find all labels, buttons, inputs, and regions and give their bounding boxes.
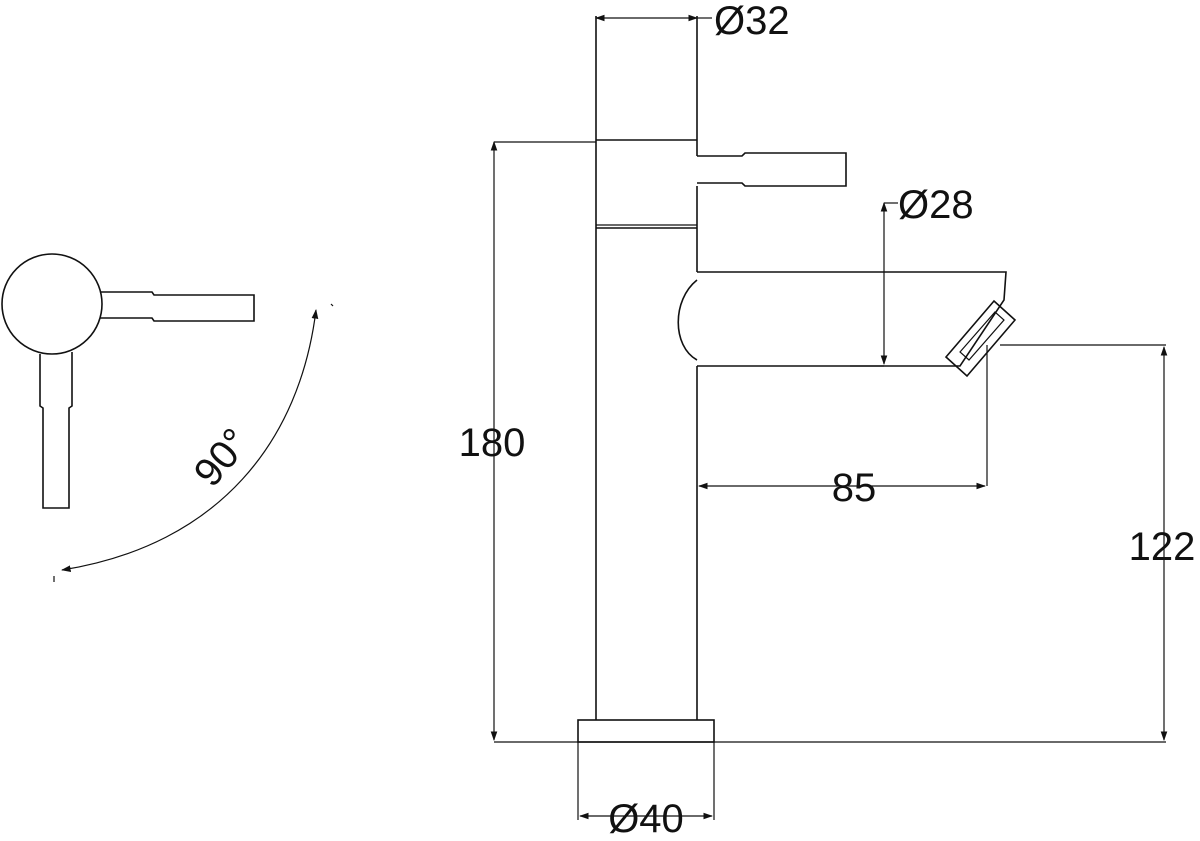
total-height-label: 180 [459,421,526,465]
base-diameter-label: Ø40 [608,797,684,836]
body-diameter-label: Ø32 [714,0,790,43]
lever-hub-circle [1,253,103,355]
lever-horizontal [100,291,255,322]
base-ring [577,719,715,743]
rotation-angle-label: 90° [186,420,259,495]
tap-side-view [577,16,1017,743]
lever-top-view: 90° [1,253,334,582]
side-handle [697,152,847,187]
arc-tick-top [330,303,334,307]
aerator-outer [944,299,1017,378]
rotation-arc [61,309,319,572]
spout-joint-curve [677,279,698,361]
lever-vertical [39,352,73,509]
spout-reach-label: 85 [832,466,877,510]
aerator-inner [959,311,1005,361]
spout-diameter-label: Ø28 [898,183,974,227]
dimension-lines: Ø32 Ø28 180 85 122 Ø40 [459,0,1196,841]
spout-height-label: 122 [1129,525,1196,569]
